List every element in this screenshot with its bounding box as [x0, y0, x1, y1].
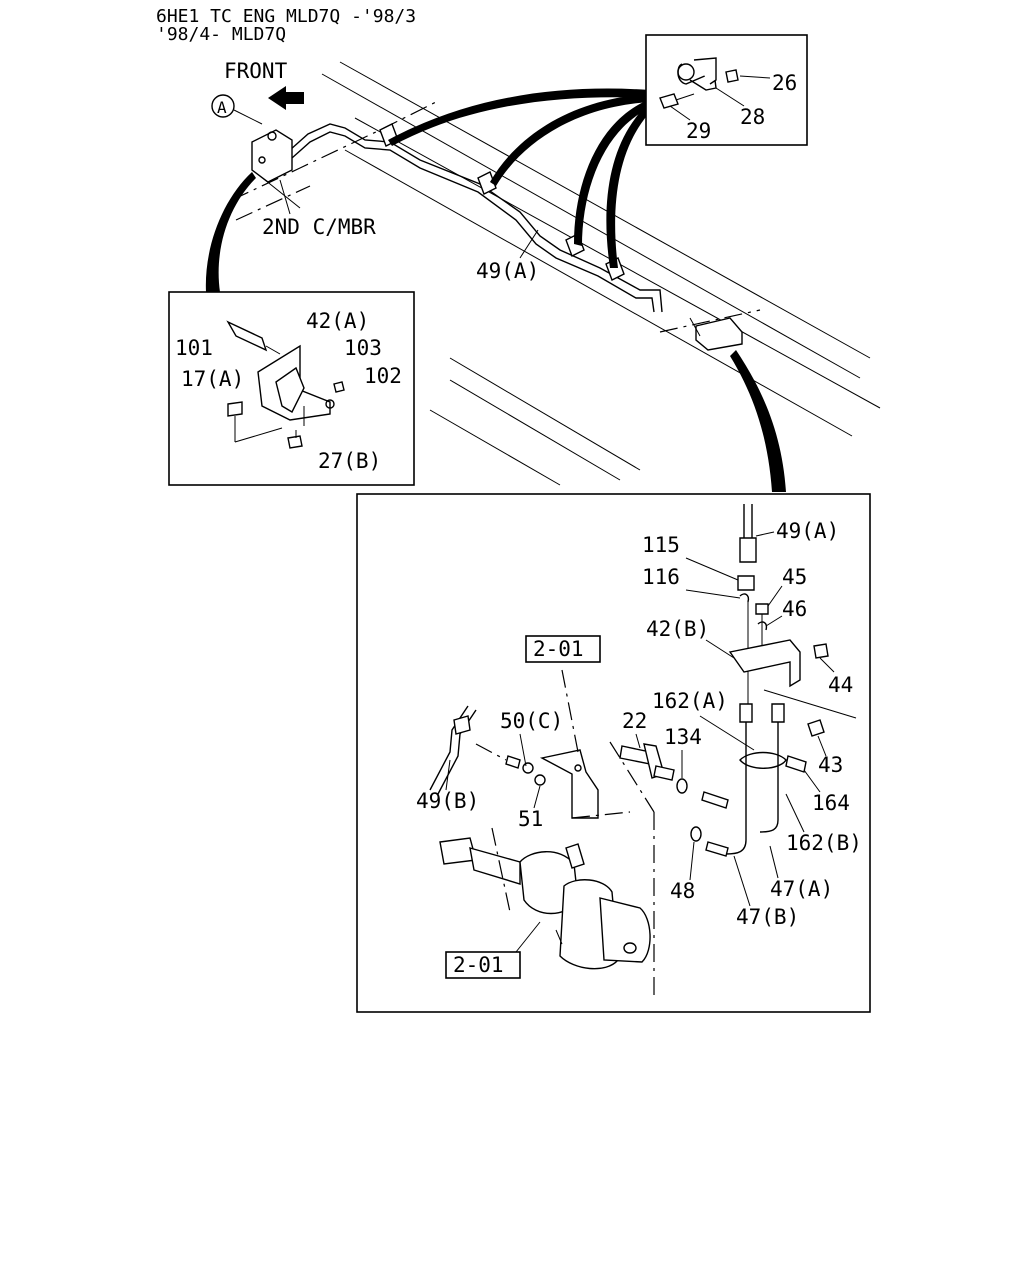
model-line-2: '98/4- MLD7Q [156, 24, 286, 45]
main-label-116: 116 [642, 565, 680, 589]
clip-detail-box [645, 34, 808, 146]
ref-label-bottom: 2-01 [453, 953, 504, 977]
brake-pipe-49a [267, 123, 663, 313]
bracket-label-17a: 17(A) [181, 367, 244, 391]
main-label-49a: 49(A) [776, 519, 839, 543]
rear-bracket [689, 317, 743, 351]
main-callout-arrow [730, 350, 786, 492]
pipe-49a-label: 49(A) [476, 259, 539, 283]
member-label: 2ND C/MBR [262, 215, 376, 239]
main-label-51: 51 [518, 807, 543, 831]
main-label-48: 48 [670, 879, 695, 903]
bracket-label-27b: 27(B) [318, 449, 381, 473]
front-arrow-icon [268, 86, 304, 110]
main-label-43: 43 [818, 753, 843, 777]
clip-assembly-icon [659, 57, 771, 121]
main-label-47b: 47(B) [736, 905, 799, 929]
main-label-47a: 47(A) [770, 877, 833, 901]
bracket-callout-arrow [205, 172, 256, 292]
ref-box-top [525, 635, 601, 663]
ref-box-bottom [445, 951, 521, 979]
bracket-label-102: 102 [364, 364, 402, 388]
main-label-45: 45 [782, 565, 807, 589]
model-line-1: 6HE1 TC ENG MLD7Q -'98/3 [156, 6, 416, 27]
bracket-label-103: 103 [344, 336, 382, 360]
main-label-46: 46 [782, 597, 807, 621]
ref-label-top: 2-01 [533, 637, 584, 661]
main-label-49b: 49(B) [416, 789, 479, 813]
front-label: FRONT [224, 59, 288, 83]
main-label-134: 134 [664, 725, 702, 749]
brake-booster-icon [439, 837, 651, 970]
main-label-50c: 50(C) [500, 709, 563, 733]
main-label-162b: 162(B) [786, 831, 862, 855]
bracket-label-101: 101 [175, 336, 213, 360]
view-marker-icon [211, 94, 263, 125]
main-label-22: 22 [622, 709, 647, 733]
pipe-clip-icon [379, 123, 625, 281]
brake-hose-assembly [701, 703, 825, 857]
upper-pipe-assembly [728, 504, 857, 719]
three-way-connector-icon [619, 743, 702, 842]
bracket-icon [226, 320, 345, 449]
view-marker-label: A [217, 98, 227, 117]
clip-label-28: 28 [740, 105, 765, 129]
clip-label-26: 26 [772, 71, 797, 95]
main-label-162a: 162(A) [652, 689, 728, 713]
clip-callout-arrows [388, 88, 652, 268]
bracket-label-42a: 42(A) [306, 309, 369, 333]
main-label-44: 44 [828, 673, 853, 697]
clip-label-29: 29 [686, 119, 711, 143]
main-label-42b: 42(B) [646, 617, 709, 641]
main-label-115: 115 [642, 533, 680, 557]
main-label-164: 164 [812, 791, 850, 815]
front-pipe-bracket [251, 129, 293, 183]
